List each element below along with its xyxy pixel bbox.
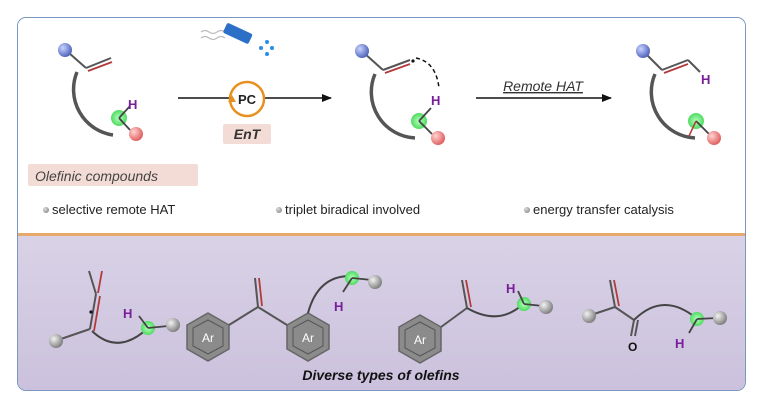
olefin-type-4: O H [582,279,727,354]
hydrogen-label: H [123,306,132,321]
bottom-caption: Diverse types of olefins [302,367,459,383]
feature-item: selective remote HAT [43,202,175,217]
energy-transfer-arrow: PC EnT [178,23,332,144]
feature-item: energy transfer catalysis [524,202,674,217]
hydrogen-label: H [128,97,137,112]
hydrogen-label: H [334,299,343,314]
substrate-label-box [28,164,198,186]
product-molecule: H [636,44,721,145]
panel-divider [18,233,745,236]
hydrogen-label: H [506,281,515,296]
olefin-types-panel: H H Ar Ar [18,236,745,390]
blue-atom-icon [58,43,72,57]
photocatalyst-label: PC [238,92,257,107]
reaction-scheme-panel: H PC EnT [18,18,745,234]
substrate-label: Olefinic compounds [35,168,158,184]
aryl-label: Ar [202,331,214,345]
hydrogen-label: H [675,336,684,351]
aryl-label: Ar [302,331,314,345]
energy-transfer-label: EnT [234,126,262,142]
biradical-intermediate: H [355,44,445,145]
oxygen-label: O [628,340,637,354]
remote-hat-label: Remote HAT [503,78,584,94]
remote-hat-arrow: Remote HAT [476,78,612,102]
substrate-molecule: H [58,43,143,141]
bullet-icon [43,207,49,213]
olefin-types-svg: H H Ar Ar [49,270,727,383]
hydrogen-label-intermediate: H [431,93,440,108]
olefin-type-2: H Ar Ar [186,271,382,362]
reaction-scheme-svg: H PC EnT [58,23,721,145]
red-atom-icon [129,127,143,141]
olefin-type-3: H Ar [398,279,553,364]
bullet-icon [276,207,282,213]
scheme-frame: H PC EnT [17,17,746,391]
bullet-icon [524,207,530,213]
hydrogen-label-product: H [701,72,710,87]
aryl-label: Ar [414,333,426,347]
light-source-icon [200,23,274,56]
olefin-type-1: H [49,270,180,348]
feature-item: triplet biradical involved [276,202,420,217]
